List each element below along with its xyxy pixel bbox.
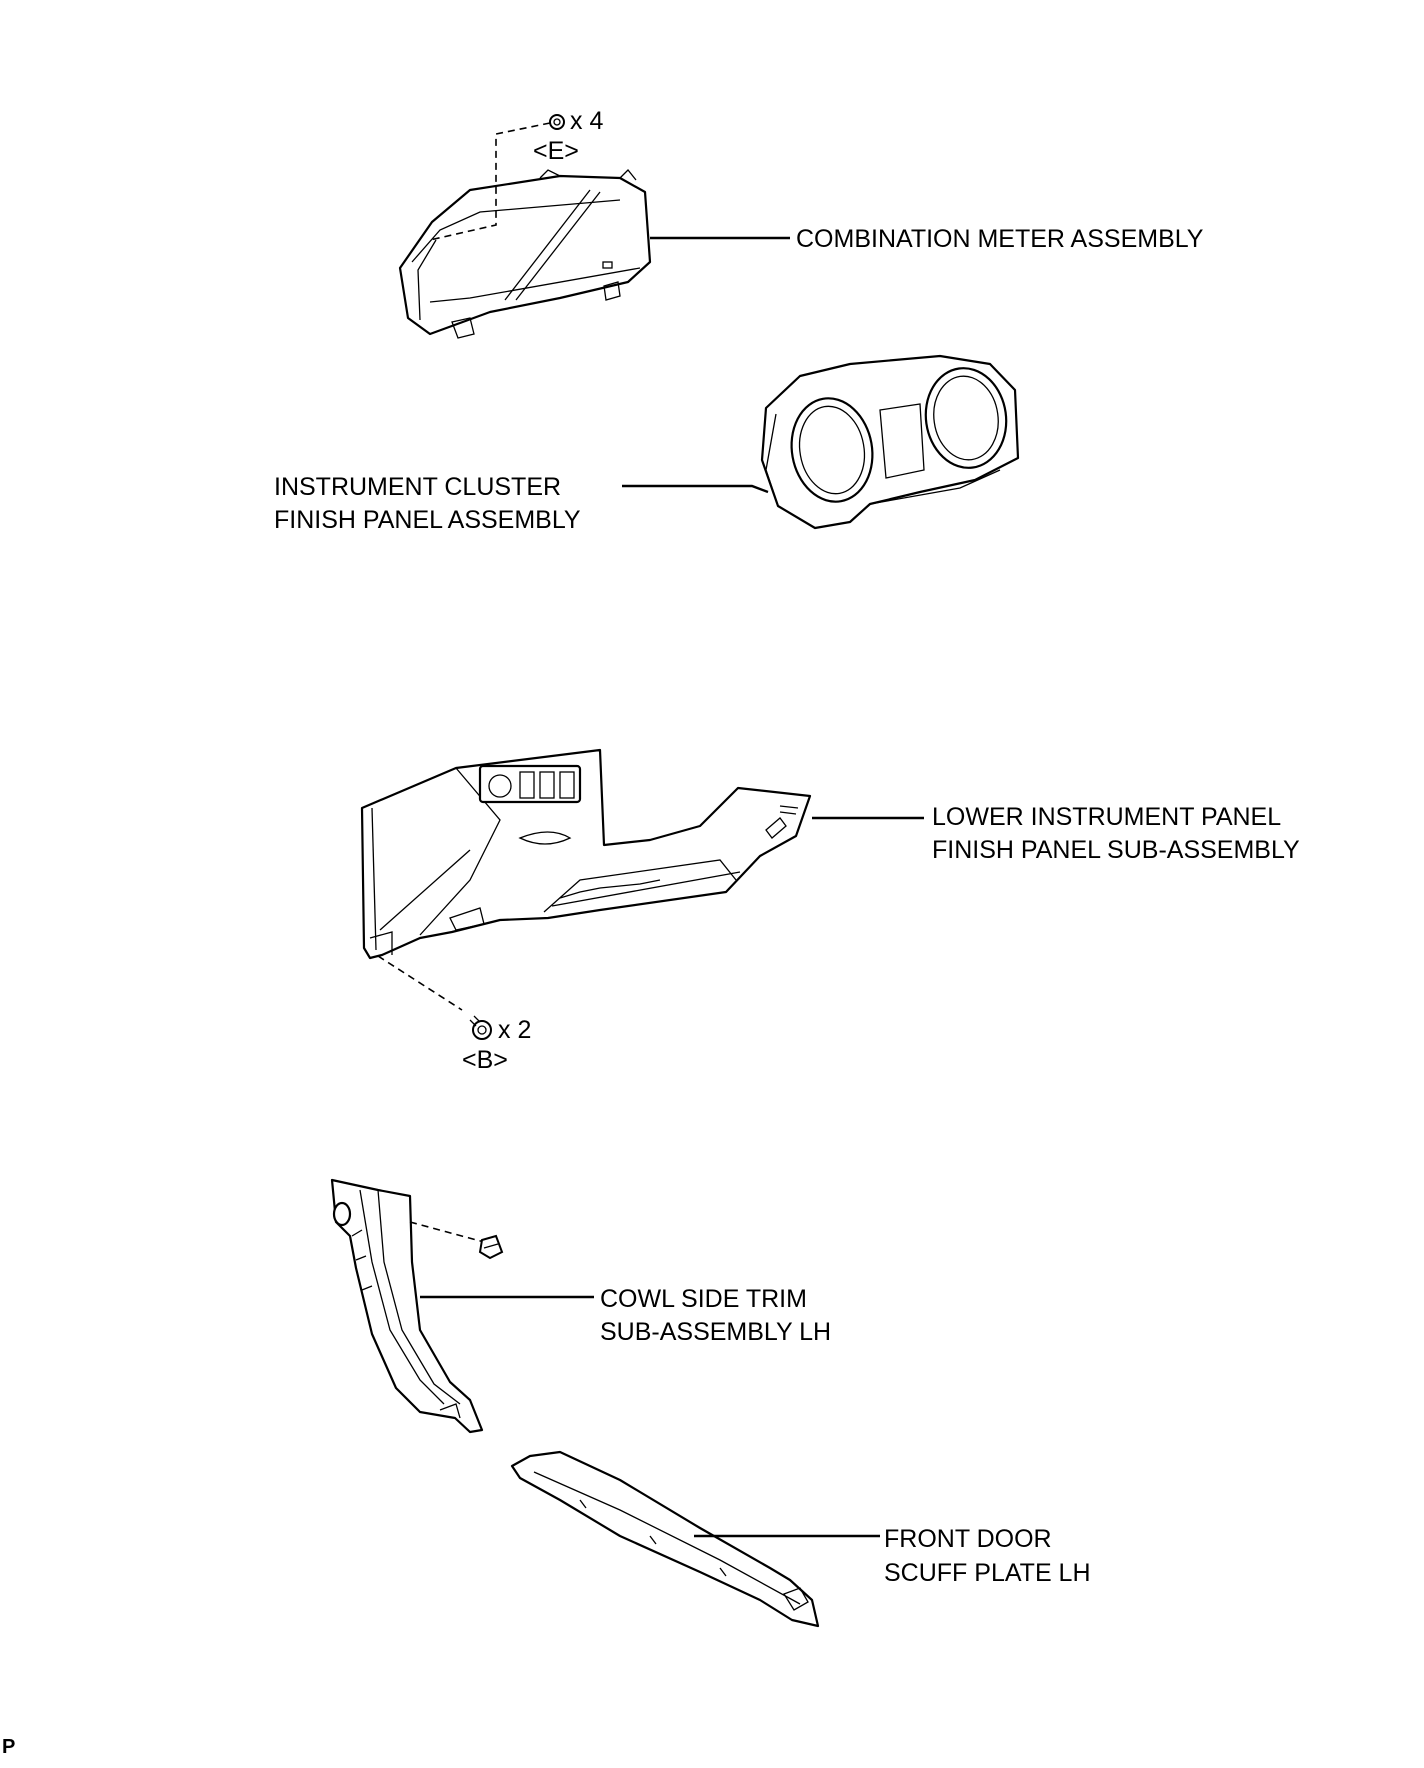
meter-screw-quantity: x 4 — [570, 107, 604, 135]
cowl-side-trim-label-line1: COWL SIDE TRIM — [600, 1285, 807, 1313]
cowl-clip-guide-line — [409, 1221, 485, 1243]
combination-meter-label: COMBINATION METER ASSEMBLY — [796, 225, 1204, 253]
meter-screw-guide-line — [429, 122, 551, 241]
cowl-side-trim-drawing — [330, 1178, 484, 1434]
scuff-plate-drawing — [510, 1450, 820, 1628]
footer-code: P — [2, 1736, 16, 1758]
cluster-finish-panel-drawing — [760, 354, 1020, 530]
scuff-plate-label-line1: FRONT DOOR — [884, 1525, 1052, 1553]
lower-panel-label-line1: LOWER INSTRUMENT PANEL — [932, 803, 1282, 831]
lower-panel-bolt-quantity: x 2 — [498, 1016, 532, 1044]
cowl-side-trim-label-line2: SUB-ASSEMBLY LH — [600, 1318, 832, 1346]
lower-panel-label-line2: FINISH PANEL SUB-ASSEMBLY — [932, 836, 1300, 864]
cluster-finish-panel-leader — [622, 484, 769, 494]
lower-panel-bolt-code: <B> — [462, 1046, 508, 1074]
meter-screw-code: <E> — [533, 137, 579, 165]
combination-meter-drawing — [398, 169, 652, 339]
lower-panel-bolt-icon — [469, 1015, 492, 1040]
scuff-plate-label-line2: SCUFF PLATE LH — [884, 1559, 1091, 1587]
cluster-finish-panel-label-line2: FINISH PANEL ASSEMBLY — [274, 506, 581, 534]
lower-panel-drawing — [360, 748, 812, 960]
cowl-trim-clip-icon — [478, 1234, 504, 1260]
lower-panel-bolt-guide-line — [377, 955, 463, 1011]
meter-screw-icon — [549, 114, 565, 130]
cluster-finish-panel-label-line1: INSTRUMENT CLUSTER — [274, 473, 562, 501]
